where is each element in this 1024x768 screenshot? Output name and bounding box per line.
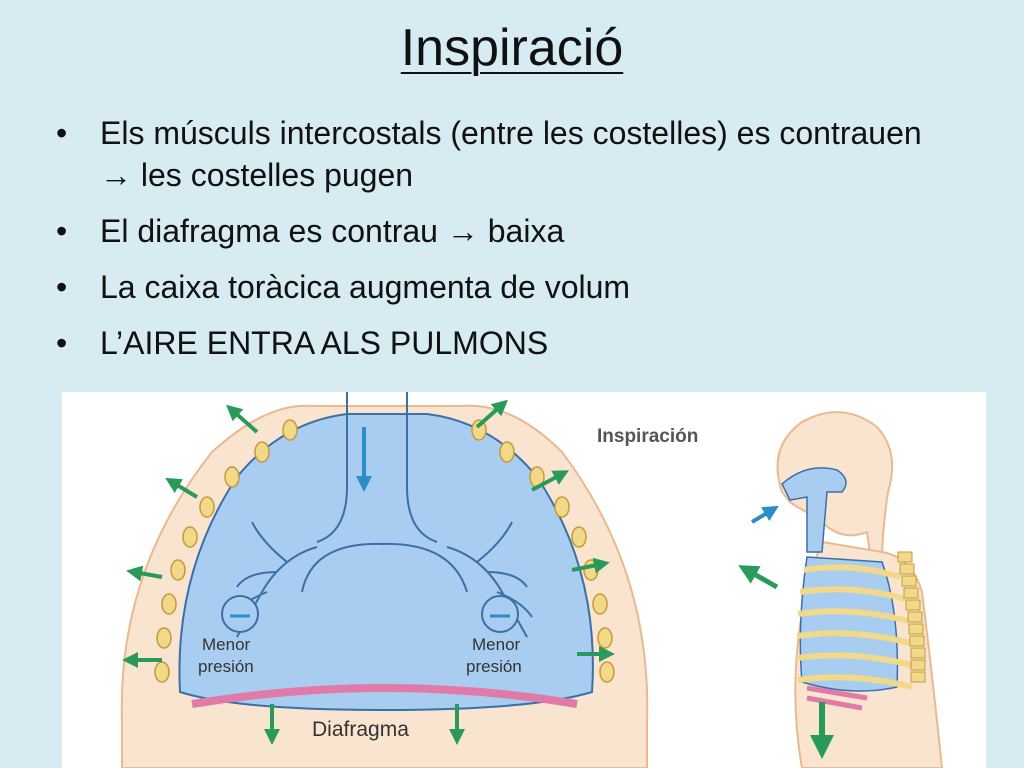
label-right-pressure-line2: presión bbox=[466, 657, 522, 676]
ribs-right bbox=[471, 419, 615, 683]
bullet-list: • Els músculs intercostals (entre les co… bbox=[56, 112, 956, 378]
diaphragm-profile bbox=[806, 685, 868, 711]
bronchi bbox=[301, 542, 468, 593]
bullet-text-after: baixa bbox=[478, 213, 565, 249]
alveolus-left bbox=[221, 595, 259, 633]
slide-title: Inspiració bbox=[0, 18, 1024, 78]
bronchi-right bbox=[446, 521, 533, 638]
green-arrows bbox=[122, 399, 615, 745]
diagram-svg: Menor presión Menor presión Diafragma In… bbox=[120, 392, 944, 768]
label-left-pressure-line1: Menor bbox=[202, 635, 251, 654]
bullet-text: L’AIRE ENTRA ALS PULMONS bbox=[100, 325, 549, 361]
label-right-pressure-line1: Menor bbox=[472, 635, 521, 654]
trachea bbox=[406, 392, 438, 543]
bullet-dot-icon: • bbox=[56, 325, 68, 361]
bullet-item: • La caixa toràcica augmenta de volum bbox=[56, 266, 956, 308]
label-left-pressure-line2: presión bbox=[198, 657, 254, 676]
bullet-item: • Els músculs intercostals (entre les co… bbox=[56, 112, 956, 196]
spine bbox=[897, 551, 926, 683]
human-profile: Inspiración bbox=[597, 411, 944, 768]
bullet-item: • L’AIRE ENTRA ALS PULMONS bbox=[56, 322, 956, 364]
bullet-text-after: les costelles pugen bbox=[132, 157, 414, 193]
ribs-left bbox=[154, 419, 298, 683]
bronchi-left bbox=[231, 521, 318, 638]
bullet-dot-icon: • bbox=[56, 269, 68, 305]
chest-expand-arrow-icon bbox=[738, 565, 779, 590]
thorax-section: Menor presión Menor presión Diafragma bbox=[120, 392, 649, 768]
lung bbox=[799, 556, 899, 692]
bullet-item: • El diafragma es contrau → baixa bbox=[56, 210, 956, 252]
bullet-text: La caixa toràcica augmenta de volum bbox=[100, 269, 631, 305]
bullet-dot-icon: • bbox=[56, 115, 68, 151]
right-arrow-icon: → bbox=[446, 213, 479, 249]
air-in-nose-arrow-icon bbox=[750, 505, 779, 524]
alveolus-right bbox=[481, 595, 519, 633]
inspiration-diagram: Menor presión Menor presión Diafragma In… bbox=[62, 392, 986, 768]
bullet-text: Els músculs intercostals (entre les cost… bbox=[100, 115, 922, 151]
right-arrow-icon: → bbox=[100, 157, 132, 193]
nasal-airway bbox=[781, 467, 847, 553]
ribcage bbox=[796, 564, 913, 690]
diaphragm bbox=[191, 684, 578, 708]
bullet-dot-icon: • bbox=[56, 213, 68, 249]
bullet-text: El diafragma es contrau bbox=[100, 213, 438, 249]
trachea bbox=[316, 392, 348, 543]
label-inspiration: Inspiración bbox=[597, 426, 698, 447]
slide-title-text: Inspiració bbox=[400, 19, 624, 77]
label-diaphragm: Diafragma bbox=[312, 718, 409, 741]
